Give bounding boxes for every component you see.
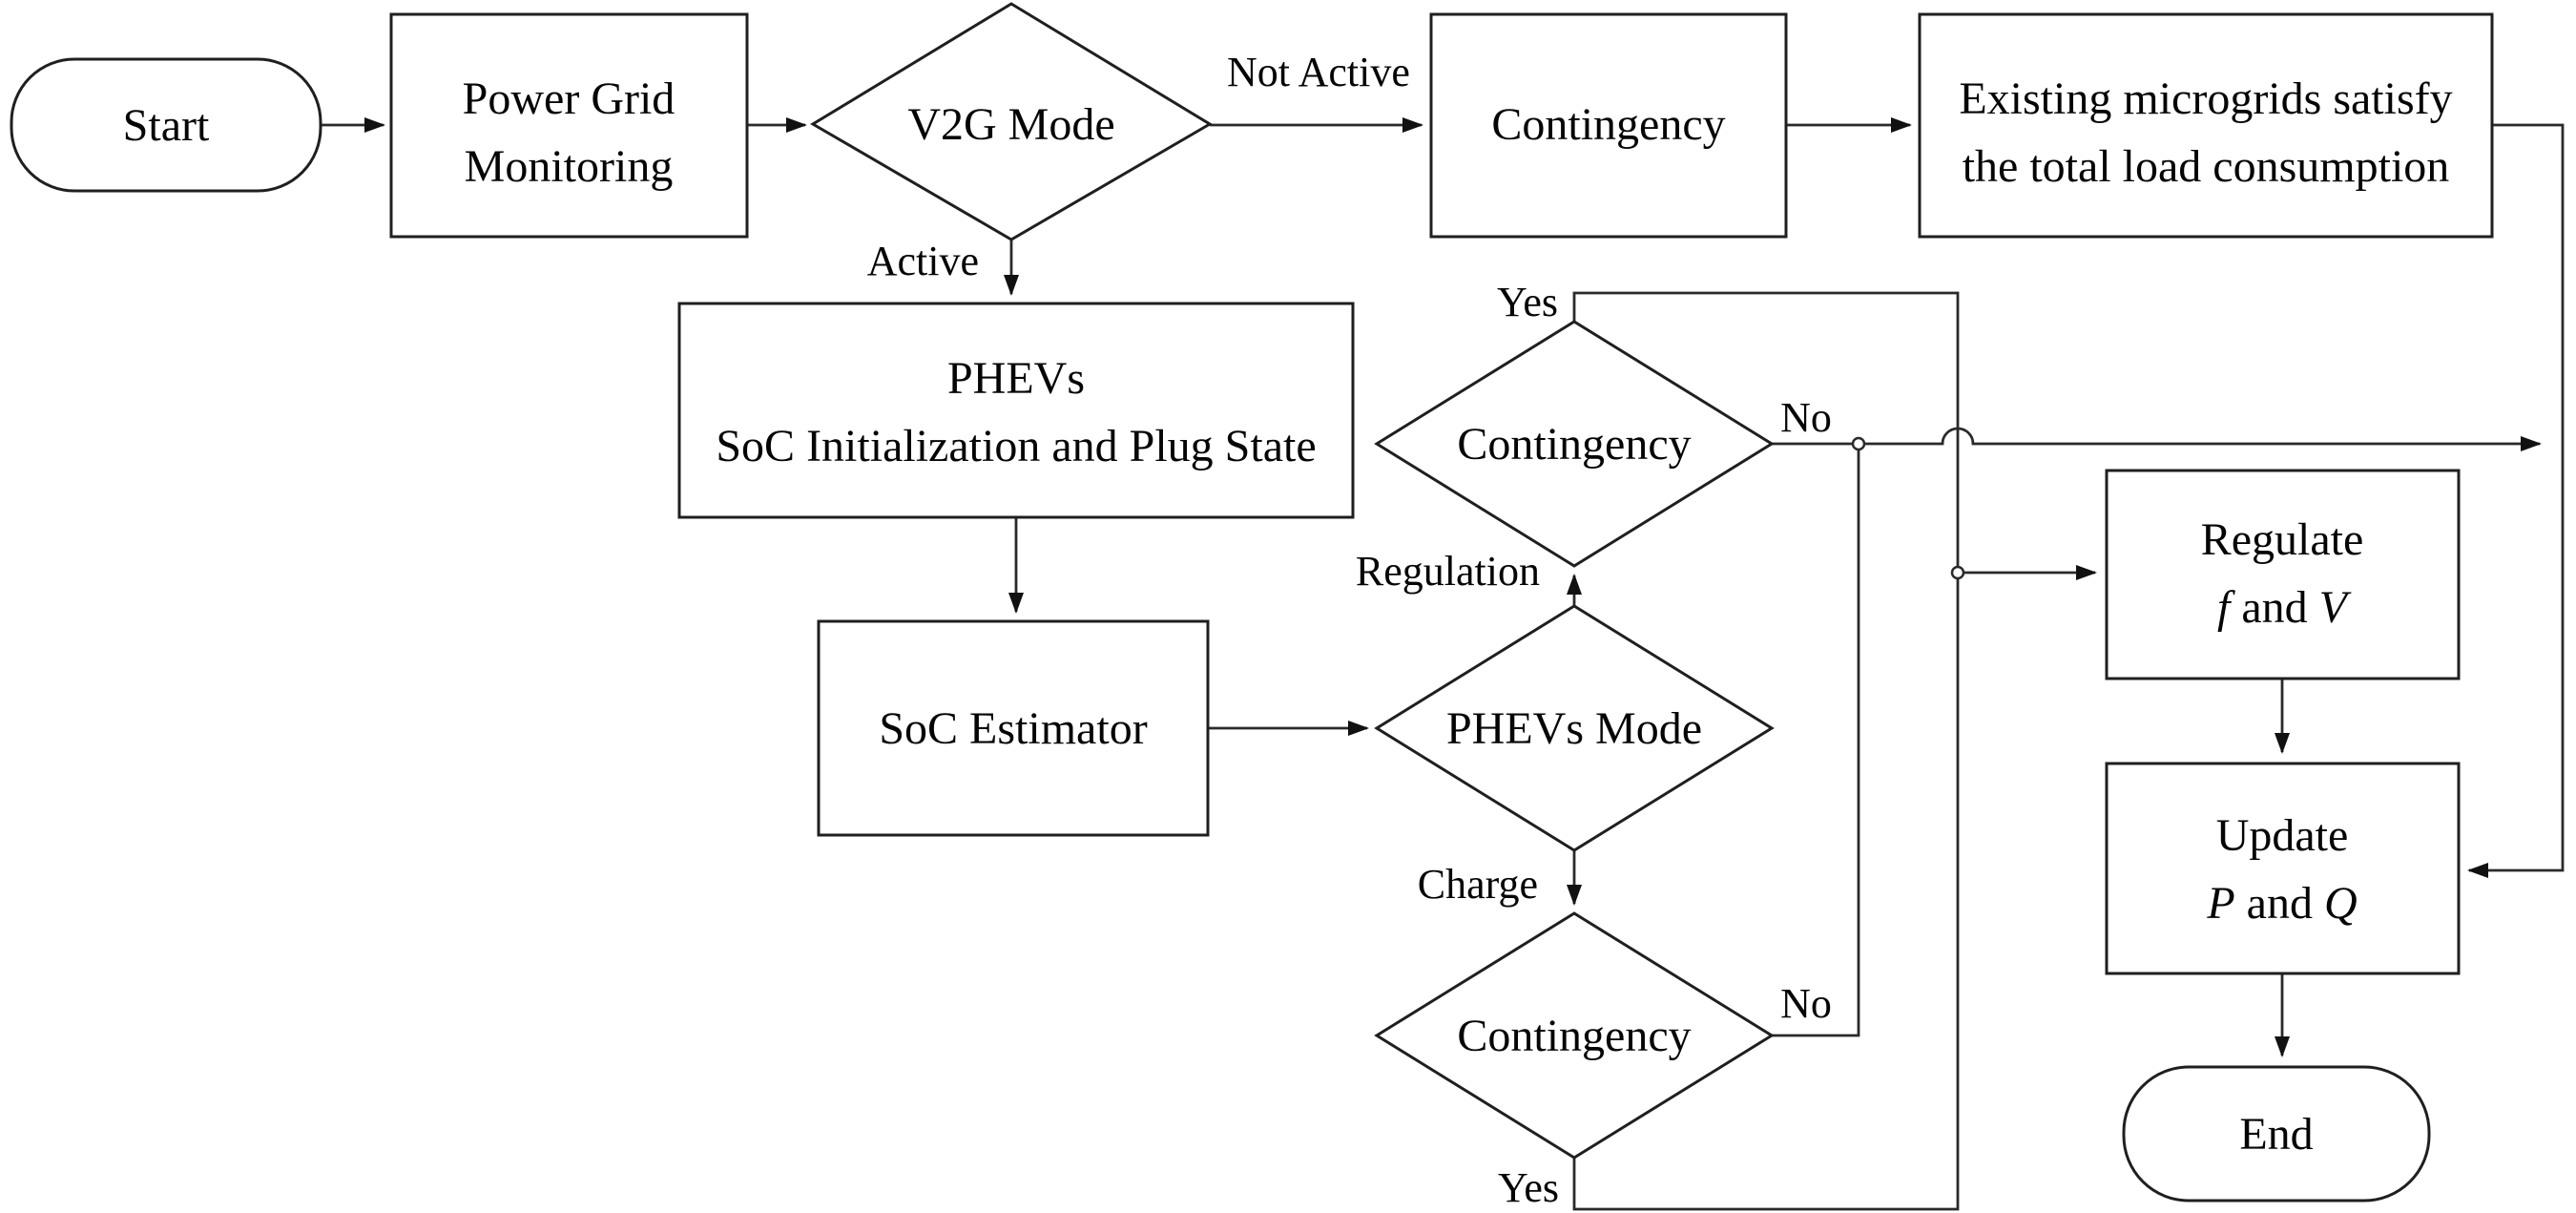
edge-label-active: Active <box>867 238 979 284</box>
phevs-init-line1: PHEVs <box>947 353 1085 404</box>
update-line1: Update <box>2216 810 2349 861</box>
update-var-q: Q <box>2324 878 2358 929</box>
regulate-var-v: V <box>2319 582 2352 633</box>
start-node <box>10 57 322 193</box>
regulate-line1: Regulate <box>2201 514 2364 565</box>
connector-no-bottom <box>1772 444 1860 1037</box>
existing-microgrids-box <box>1918 12 2494 239</box>
power-grid-line2: Monitoring <box>465 141 674 192</box>
connector-no-top <box>1772 427 2542 451</box>
end-node <box>2122 1065 2431 1203</box>
existing-microgrids-line1: Existing microgrids satisfy <box>1959 73 2452 124</box>
update-and: and <box>2235 878 2324 929</box>
update-box <box>2105 762 2461 975</box>
regulate-and: and <box>2230 582 2318 633</box>
regulate-line2: f and V <box>2217 582 2352 633</box>
contingency-top-box <box>1429 12 1788 239</box>
v2g-mode-diamond <box>810 2 1213 241</box>
regulate-box <box>2105 469 2461 680</box>
soc-estimator-label: SoC Estimator <box>879 703 1147 754</box>
contingency-bottom-diamond <box>1374 911 1775 1160</box>
edge-label-yes-top: Yes <box>1497 279 1558 325</box>
update-line2: P and Q <box>2206 878 2357 929</box>
phevs-mode-label: PHEVs Mode <box>1446 703 1702 754</box>
start-label: Start <box>123 100 210 151</box>
edge-label-yes-bottom: Yes <box>1498 1164 1559 1211</box>
edge-label-no-top: No <box>1780 394 1832 441</box>
update-var-p: P <box>2206 878 2234 929</box>
phevs-init-box <box>677 302 1355 519</box>
contingency-top-label: Contingency <box>1491 99 1725 150</box>
edge-label-not-active: Not Active <box>1227 49 1410 95</box>
connector-yes-loop <box>1572 291 1960 1211</box>
contingency-bottom-label: Contingency <box>1457 1011 1691 1061</box>
connector-existing-to-update-right-side <box>2467 123 2565 878</box>
junction-dot-no-lines <box>1851 436 1866 451</box>
contingency-mid-diamond <box>1374 320 1775 568</box>
contingency-mid-label: Contingency <box>1457 419 1691 470</box>
edge-label-charge: Charge <box>1418 861 1538 908</box>
phevs-mode-diamond <box>1374 604 1775 852</box>
power-grid-line1: Power Grid <box>463 73 675 124</box>
existing-microgrids-line2: the total load consumption <box>1963 141 2450 192</box>
power-grid-monitoring-box <box>389 12 749 239</box>
junction-dot-yes-line <box>1950 565 1965 580</box>
v2g-mode-label: V2G Mode <box>907 99 1114 150</box>
phevs-init-line2: SoC Initialization and Plug State <box>716 421 1316 471</box>
soc-estimator-box <box>817 619 1210 837</box>
edge-label-no-bottom: No <box>1780 980 1832 1027</box>
edge-label-regulation: Regulation <box>1356 548 1540 595</box>
end-label: End <box>2239 1109 2313 1160</box>
